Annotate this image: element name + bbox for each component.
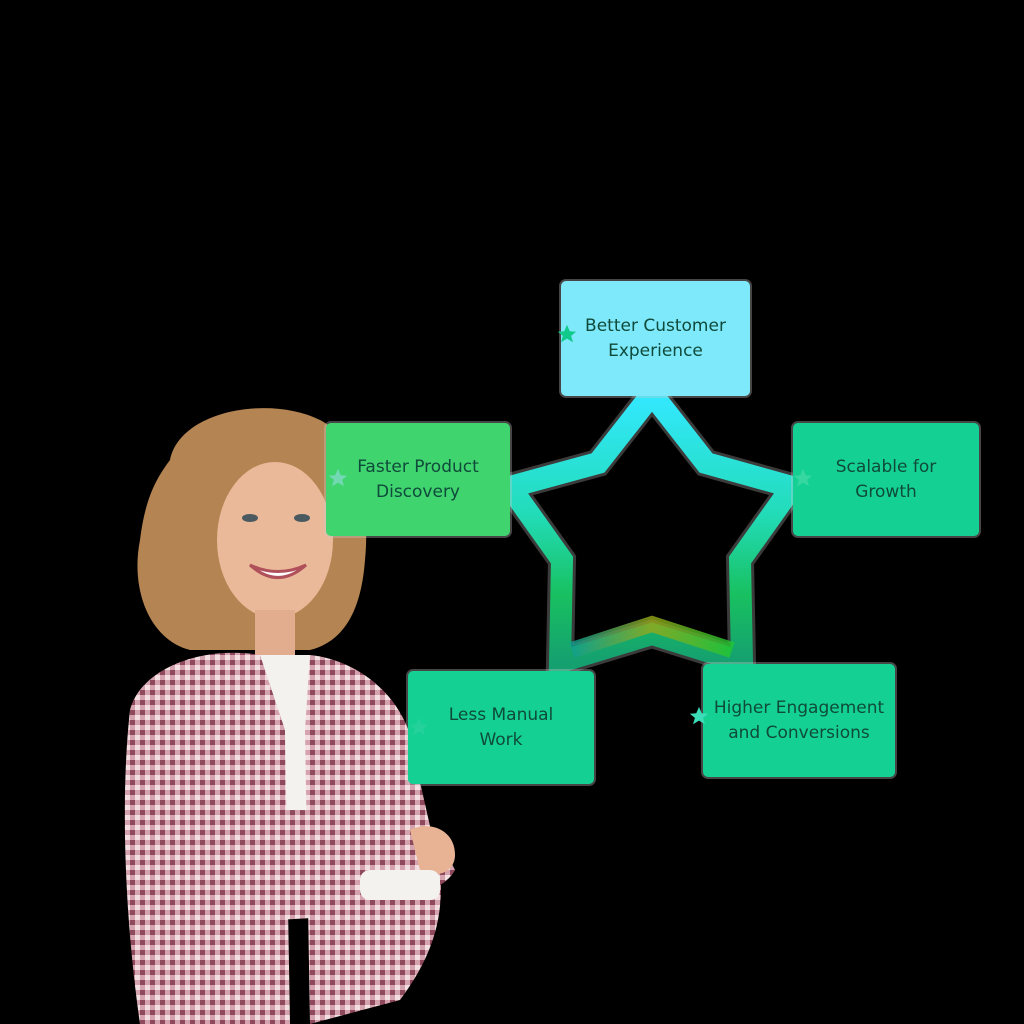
benefit-box-higher-engagement-and-conversions: Higher Engagement and Conversions [703, 664, 895, 777]
benefit-label: Higher Engagement and Conversions [713, 697, 885, 743]
star-icon [689, 706, 709, 725]
benefit-box-faster-product-discovery: Faster Product Discovery [326, 423, 510, 536]
star-icon [328, 468, 348, 487]
star-icon [409, 717, 429, 736]
star-icon [793, 468, 813, 487]
benefit-label: Faster Product Discovery [357, 456, 479, 502]
benefit-box-less-manual-work: Less Manual Work [408, 671, 594, 784]
benefit-label: Scalable for Growth [835, 456, 937, 502]
person-photo [124, 408, 455, 1024]
benefit-label: Better Customer Experience [585, 315, 726, 361]
benefit-box-better-customer-experience: Better Customer Experience [561, 281, 750, 396]
star-icon [557, 324, 577, 343]
benefit-box-scalable-for-growth: Scalable for Growth [793, 423, 979, 536]
benefit-label: Less Manual Work [448, 704, 554, 750]
